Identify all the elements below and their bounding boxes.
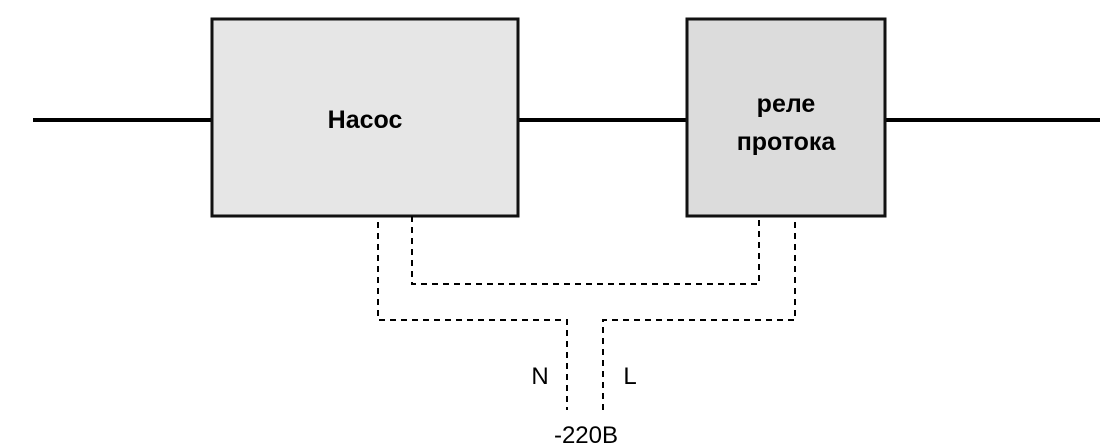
flow-relay-block — [685, 17, 887, 218]
wire-neutral — [377, 222, 568, 410]
pump-block — [210, 17, 520, 218]
supply-voltage-label: -220В — [554, 422, 618, 446]
wire-pump-relay-link — [411, 216, 760, 285]
pump-label: Насос — [328, 106, 403, 134]
flow-relay-label-line1: реле — [757, 90, 816, 118]
live-label: L — [623, 363, 636, 390]
flow-relay-label-line2: протока — [737, 128, 837, 156]
neutral-label: N — [531, 363, 548, 390]
wire-live — [602, 222, 796, 410]
